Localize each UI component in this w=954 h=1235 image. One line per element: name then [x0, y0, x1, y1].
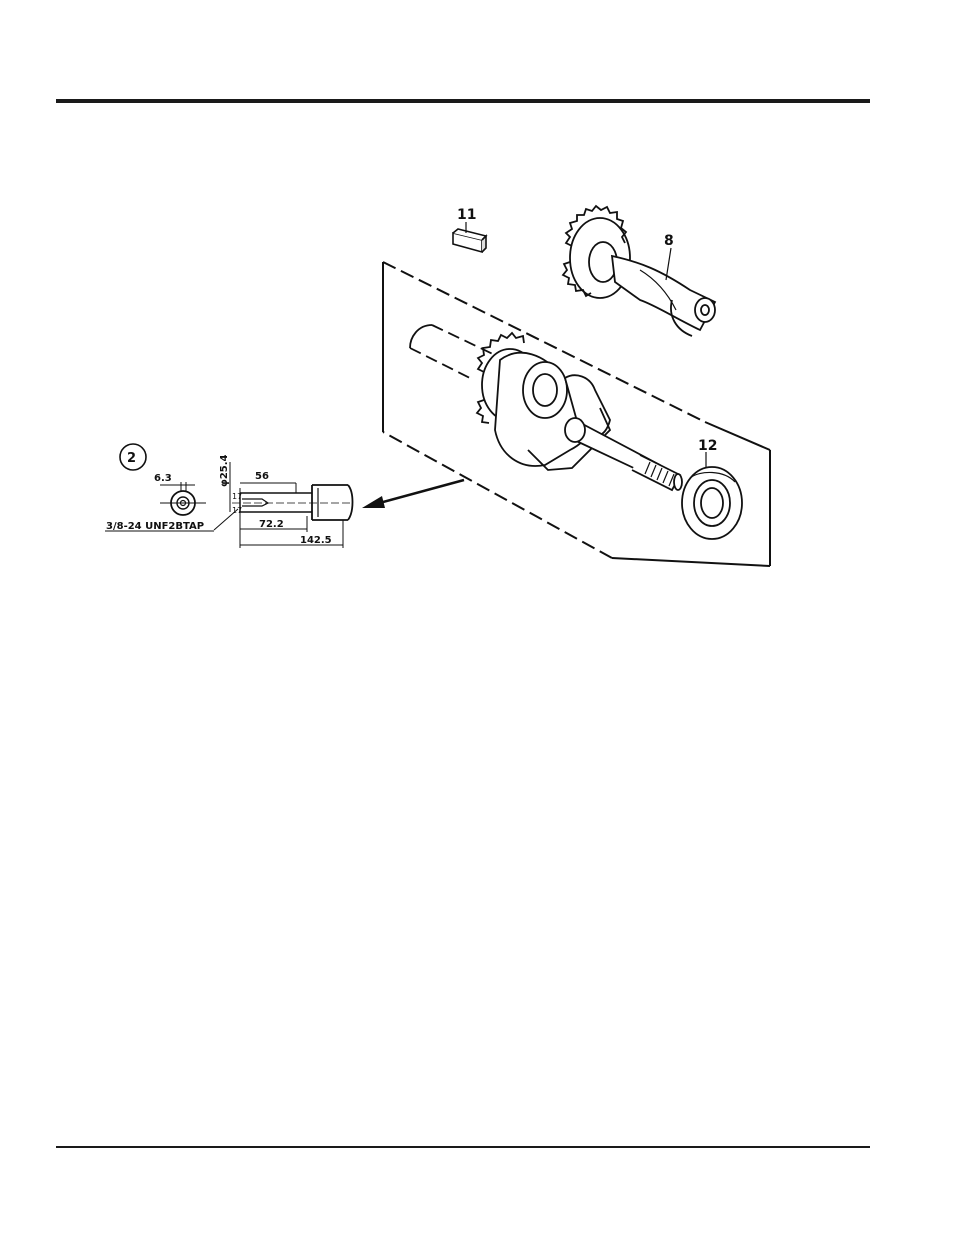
dim-142-5: 142.5 — [300, 535, 332, 546]
dim-diameter: φ25.4 — [219, 454, 230, 487]
dim-small-b: 17 — [232, 506, 242, 515]
part-number-11: 11 — [457, 207, 476, 223]
part-number-8: 8 — [664, 233, 674, 249]
detail-callout-number: 2 — [127, 451, 136, 466]
thread-spec: 3/8-24 UNF2BTAP — [106, 521, 204, 532]
dim-72-2: 72.2 — [259, 519, 284, 530]
dim-56: 56 — [255, 471, 269, 482]
crankshaft-part — [410, 325, 682, 490]
ball-bearing-part — [682, 452, 742, 539]
camshaft-part — [563, 206, 715, 336]
woodruff-key-part — [453, 222, 486, 252]
part-number-12: 12 — [698, 438, 717, 454]
dim-small-a: 17 — [232, 492, 242, 501]
detail-arrow — [362, 480, 464, 508]
dim-6-3: 6.3 — [154, 473, 172, 484]
